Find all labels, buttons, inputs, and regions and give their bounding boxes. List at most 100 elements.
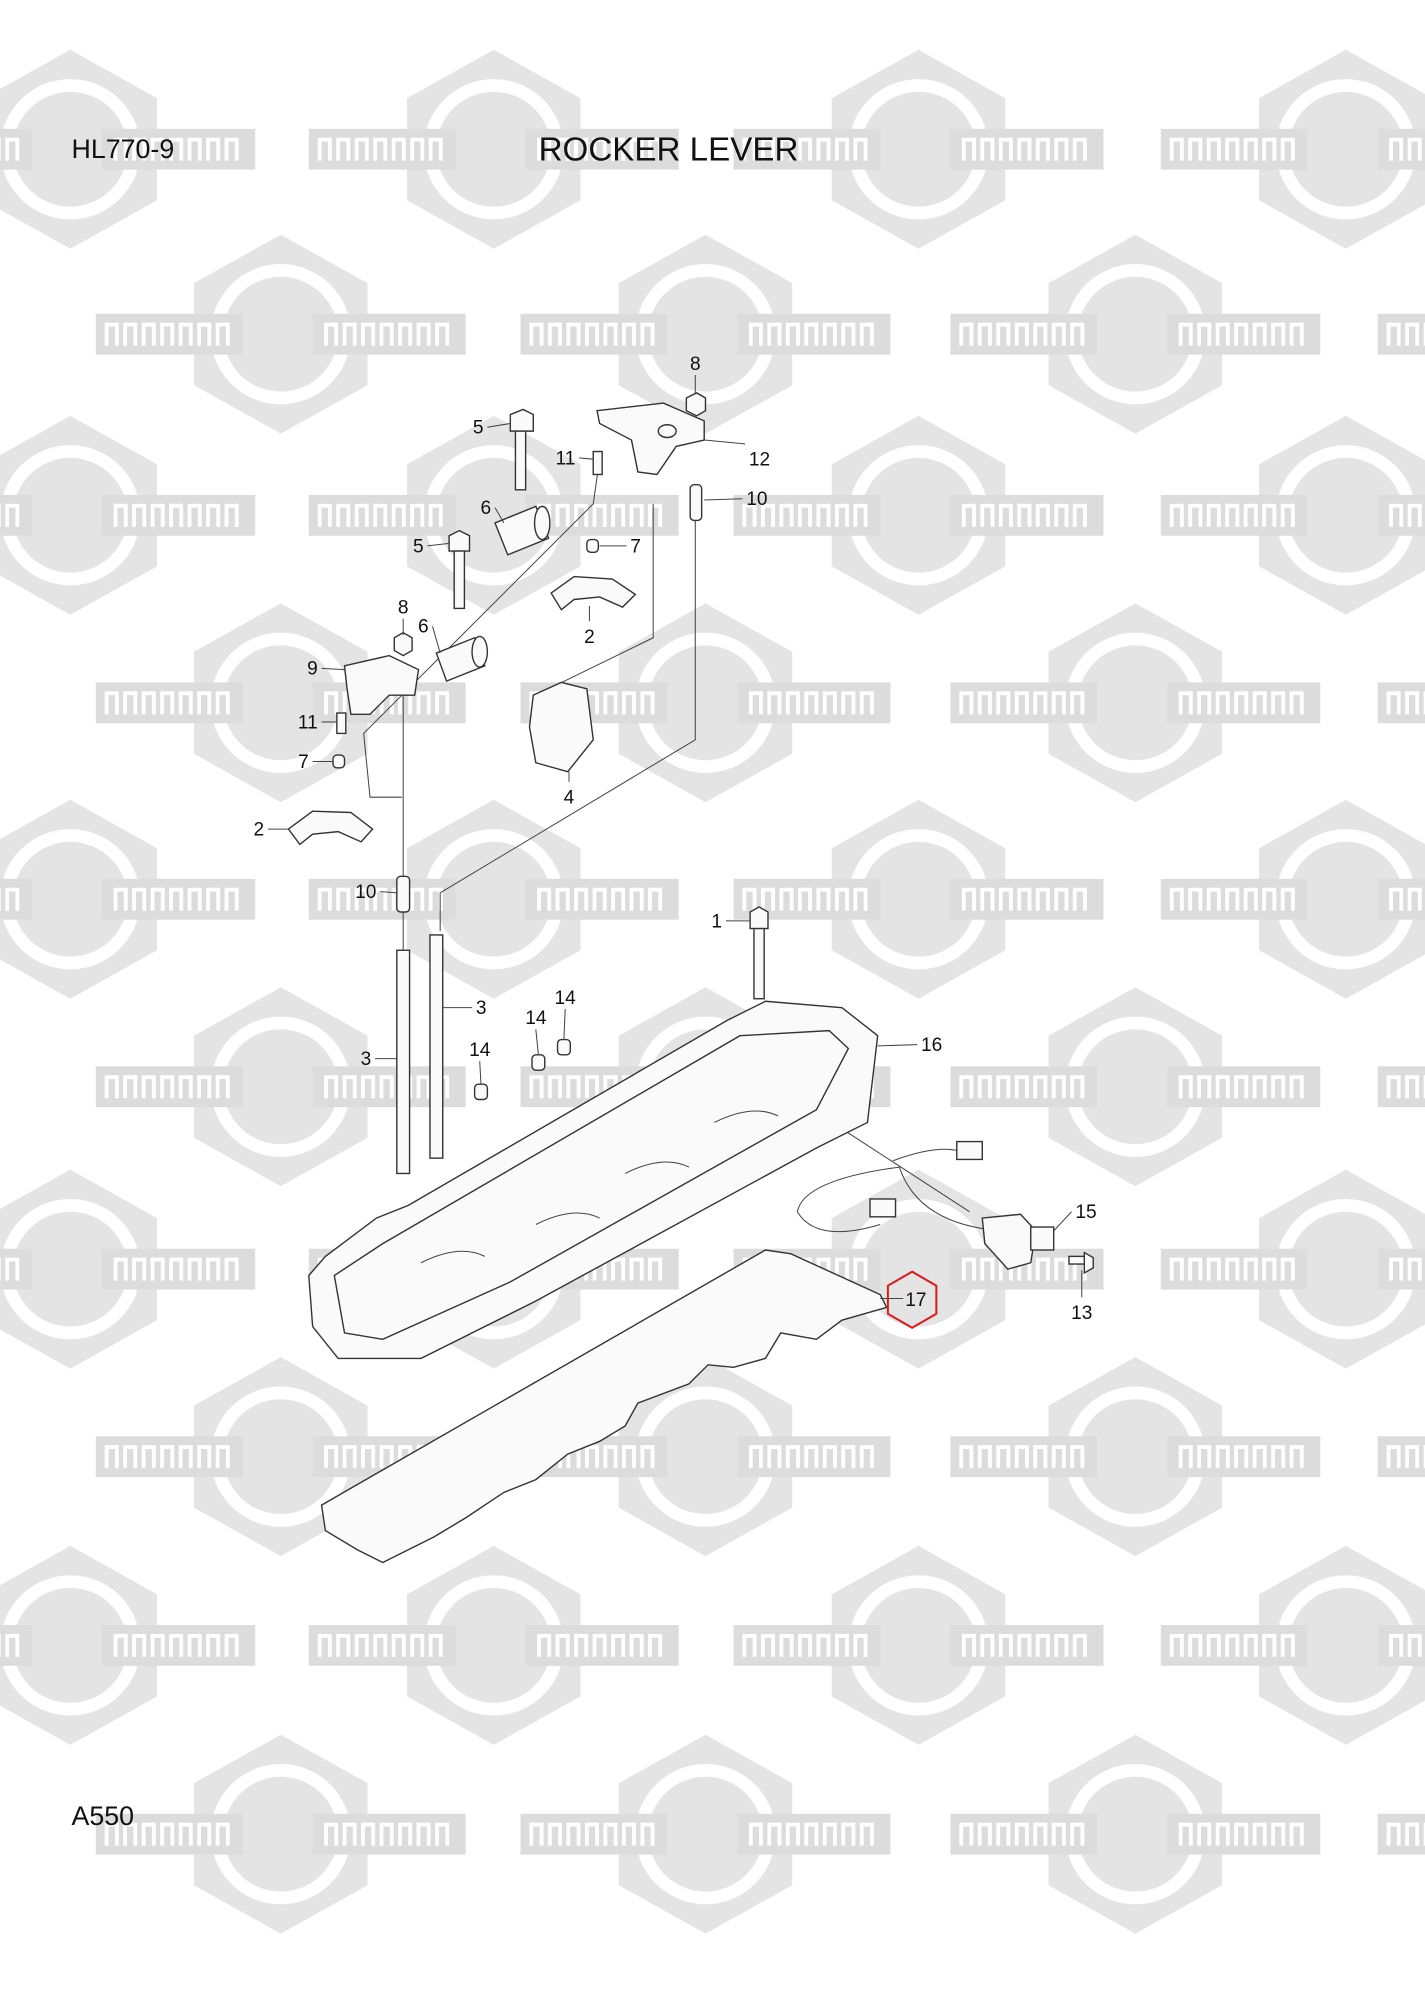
watermark-lettering-latin — [113, 1257, 239, 1281]
watermark-tile — [950, 234, 1321, 434]
watermark-lettering-cyrillic — [104, 1445, 230, 1469]
callout-15[interactable]: 15 — [1053, 1202, 1097, 1232]
leader-line — [494, 507, 505, 524]
shaft-6b — [435, 635, 489, 683]
watermark-lettering-latin — [961, 1633, 1087, 1657]
callout-14a[interactable]: 14 — [555, 988, 577, 1040]
callout-label: 13 — [1071, 1303, 1092, 1324]
watermark-lettering-latin — [748, 1445, 874, 1469]
watermark-tile — [95, 1734, 466, 1934]
callout-3a[interactable]: 3 — [442, 998, 487, 1019]
callout-1[interactable]: 1 — [711, 911, 751, 932]
watermark-lettering-cyrillic — [104, 1822, 230, 1846]
watermark-lettering-cyrillic — [959, 1445, 1085, 1469]
watermark-lettering-cyrillic — [1169, 1257, 1295, 1281]
watermark-tile — [733, 415, 1104, 615]
watermark-lettering-cyrillic — [0, 887, 20, 911]
callout-2b[interactable]: 2 — [254, 819, 289, 840]
pushrod-socket-10b — [396, 875, 411, 913]
callout-14b[interactable]: 14 — [525, 1008, 547, 1055]
watermark-lettering-cyrillic — [0, 503, 20, 527]
watermark-tile — [0, 415, 256, 615]
rocker-support-4 — [528, 681, 594, 773]
callout-8b[interactable]: 8 — [398, 598, 409, 636]
leader-line — [1053, 1211, 1072, 1232]
page-code: A550 — [72, 1801, 135, 1831]
callout-8a[interactable]: 8 — [690, 354, 701, 393]
callout-5a[interactable]: 5 — [473, 418, 511, 439]
watermark-tile — [1160, 1545, 1425, 1745]
leader-line — [877, 1044, 918, 1047]
callout-9[interactable]: 9 — [307, 659, 345, 680]
callout-7b[interactable]: 7 — [298, 752, 334, 773]
watermark-lettering-latin — [1178, 1075, 1304, 1099]
watermark-lettering-cyrillic — [742, 1633, 868, 1657]
watermark-lettering-cyrillic — [1169, 137, 1295, 161]
watermark-lettering-latin — [748, 322, 874, 346]
watermark-lettering-latin — [1178, 691, 1304, 715]
watermark-lettering-latin — [537, 503, 663, 527]
leader-line — [321, 667, 345, 671]
callout-label: 4 — [564, 788, 575, 809]
watermark-lettering-latin — [1178, 1445, 1304, 1469]
callout-17-highlight[interactable]: 17 — [880, 1270, 938, 1329]
callout-11a[interactable]: 11 — [556, 448, 594, 469]
watermark-lettering-latin — [961, 887, 1087, 911]
watermark-lettering-cyrillic — [0, 1633, 20, 1657]
leader-line — [704, 439, 746, 445]
callout-label: 2 — [254, 819, 265, 840]
callout-label: 14 — [555, 988, 577, 1009]
callout-14c[interactable]: 14 — [469, 1040, 491, 1085]
callout-13[interactable]: 13 — [1071, 1270, 1092, 1324]
callout-label: 10 — [746, 489, 767, 510]
watermark-lettering-cyrillic — [317, 503, 443, 527]
watermark-tile — [308, 415, 679, 615]
watermark-lettering-cyrillic — [1386, 1075, 1425, 1099]
callout-label: 1 — [711, 911, 722, 932]
watermark-tile — [1377, 682, 1425, 724]
watermark-lettering-latin — [1389, 887, 1422, 911]
watermark-lettering-latin — [113, 503, 239, 527]
watermark-lettering-latin — [748, 1822, 874, 1846]
watermark-lettering-cyrillic — [1386, 691, 1425, 715]
watermark-lettering-cyrillic — [959, 1822, 1085, 1846]
callout-label: 15 — [1075, 1202, 1096, 1223]
model-code: HL770-9 — [72, 134, 175, 164]
watermark-tile — [95, 234, 466, 434]
callout-label: 6 — [418, 617, 429, 638]
watermark-layer — [0, 49, 1425, 1934]
callout-2a[interactable]: 2 — [584, 605, 595, 648]
callout-11b[interactable]: 11 — [298, 712, 337, 733]
callout-label: 9 — [307, 659, 318, 680]
callout-6b[interactable]: 6 — [418, 617, 441, 654]
watermark-lettering-latin — [748, 691, 874, 715]
callout-16[interactable]: 16 — [877, 1035, 943, 1056]
watermark-lettering-latin — [113, 887, 239, 911]
callout-6a[interactable]: 6 — [481, 498, 505, 524]
cap-7a — [586, 538, 600, 553]
bracket-2a — [550, 575, 637, 611]
watermark-lettering-cyrillic — [1386, 322, 1425, 346]
watermark-lettering-cyrillic — [0, 137, 20, 161]
watermark-lettering-latin — [1389, 137, 1422, 161]
watermark-tile — [1377, 1436, 1425, 1478]
callout-10b[interactable]: 10 — [355, 882, 397, 903]
pushrod-socket-10a — [689, 483, 703, 522]
callout-5b[interactable]: 5 — [413, 536, 450, 557]
cap-7b — [332, 754, 346, 769]
callout-3b[interactable]: 3 — [361, 1049, 397, 1070]
watermark-lettering-cyrillic — [1169, 887, 1295, 911]
watermark-tile — [950, 603, 1321, 803]
callout-10a[interactable]: 10 — [704, 489, 768, 510]
callout-label: 7 — [298, 752, 309, 773]
callout-label: 8 — [398, 598, 409, 619]
callout-12[interactable]: 12 — [704, 439, 770, 471]
watermark-tile — [733, 1545, 1104, 1745]
watermark-tile — [308, 49, 679, 249]
callout-label: 14 — [525, 1008, 547, 1029]
watermark-lettering-latin — [324, 1822, 450, 1846]
callout-4[interactable]: 4 — [564, 771, 575, 809]
watermark-tile — [1377, 1066, 1425, 1108]
callout-7a[interactable]: 7 — [599, 536, 641, 557]
